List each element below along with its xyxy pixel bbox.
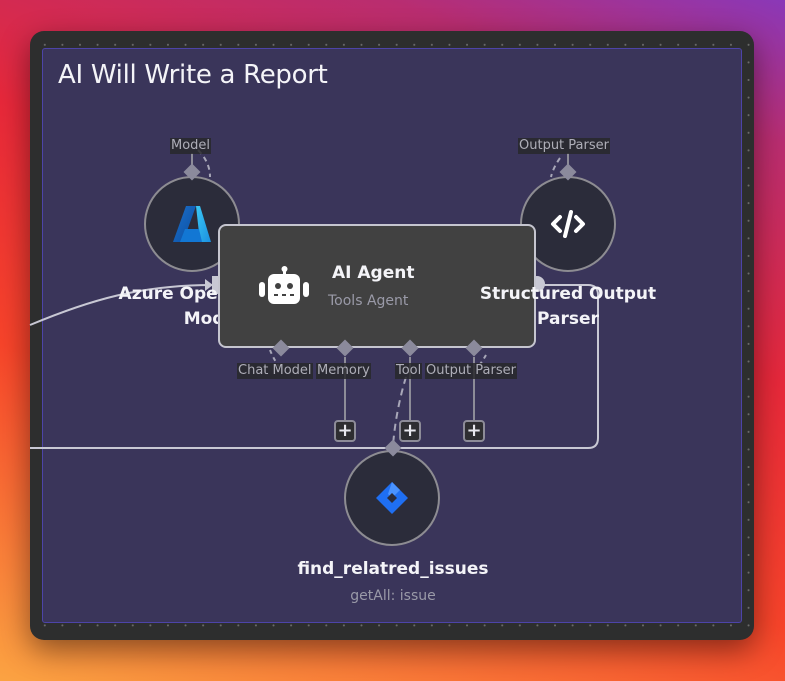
output-parser-port-label: Output Parser xyxy=(425,363,517,379)
parser-port-label: Output Parser xyxy=(518,138,610,154)
memory-port-label: Memory xyxy=(316,363,371,379)
parser-node-label: Structured Output Parser xyxy=(479,284,657,329)
chat-model-port-label: Chat Model xyxy=(237,363,313,379)
code-icon xyxy=(551,210,585,238)
azure-port-label: Model xyxy=(170,138,212,154)
azure-node-label: Azure Open/ Mode xyxy=(118,284,236,329)
ai-agent-node[interactable]: AI Agent Tools Agent xyxy=(218,224,536,348)
azure-logo-icon xyxy=(173,206,211,242)
robot-icon xyxy=(259,266,309,304)
agent-subtitle: Tools Agent xyxy=(328,293,409,309)
jira-node-subtitle: getAll: issue xyxy=(350,588,436,604)
structured-output-parser-node[interactable] xyxy=(520,176,616,272)
tool-port-label: Tool xyxy=(395,363,423,379)
jira-logo-icon xyxy=(376,482,408,514)
add-output-parser-button[interactable]: + xyxy=(463,420,485,442)
find-related-issues-node[interactable] xyxy=(344,450,440,546)
agent-title: AI Agent xyxy=(332,263,415,283)
add-tool-button[interactable]: + xyxy=(399,420,421,442)
add-memory-button[interactable]: + xyxy=(334,420,356,442)
jira-node-label: find_relatred_issues xyxy=(297,559,489,579)
group-title: AI Will Write a Report xyxy=(58,60,328,90)
